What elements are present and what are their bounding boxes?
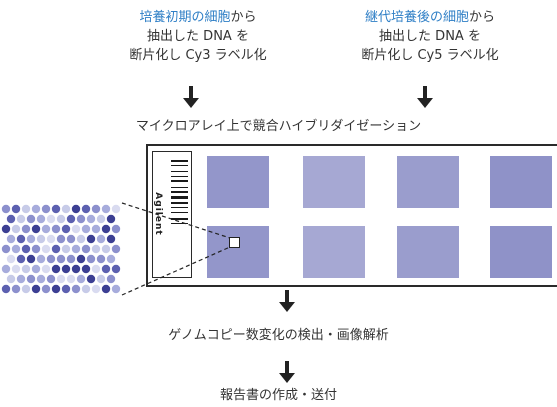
microarray-spot-icon: [397, 226, 459, 278]
right-source-text: 継代培養後の細胞から 抽出した DNA を 断片化し Cy5 ラベル化: [330, 8, 530, 65]
right-source-line1: 継代培養後の細胞から: [330, 8, 530, 27]
left-source-line2: 抽出した DNA を: [147, 29, 249, 44]
report-step: 報告書の作成・送付: [219, 388, 337, 403]
microarray-spot-icon: [303, 156, 365, 208]
arrow-down-icon: [279, 290, 295, 312]
zoom-dots-icon: [1, 204, 121, 294]
left-source-particle: から: [230, 10, 257, 25]
arrow-down-icon: [417, 86, 433, 108]
probe-highlight: [229, 237, 240, 248]
left-source-cells: 培養初期の細胞: [139, 10, 231, 25]
right-source-cells: 継代培養後の細胞: [364, 10, 469, 25]
left-source-text: 培養初期の細胞から 抽出した DNA を 断片化し Cy3 ラベル化: [98, 8, 298, 65]
microarray-spot-icon: [490, 226, 552, 278]
left-source-line1: 培養初期の細胞から: [98, 8, 298, 27]
microarray-spot-icon: [397, 156, 459, 208]
microarray-spot-icon: [207, 156, 269, 208]
microarray-spot-icon: [303, 226, 365, 278]
right-source-particle: から: [469, 10, 496, 25]
left-source-line3: 断片化し Cy3 ラベル化: [129, 48, 267, 63]
microarray-spot-icon: [490, 156, 552, 208]
hybridization-step: マイクロアレイ上で競合ハイブリダイゼーション: [135, 119, 422, 134]
analysis-step: ゲノムコピー数変化の検出・画像解析: [168, 328, 389, 343]
arrow-down-icon: [183, 86, 199, 108]
right-source-line3: 断片化し Cy5 ラベル化: [361, 48, 499, 63]
right-source-line2: 抽出した DNA を: [379, 29, 481, 44]
arrow-down-icon: [279, 361, 295, 383]
microarray-spot-icon: [207, 226, 269, 278]
barcode-icon: [171, 160, 188, 224]
